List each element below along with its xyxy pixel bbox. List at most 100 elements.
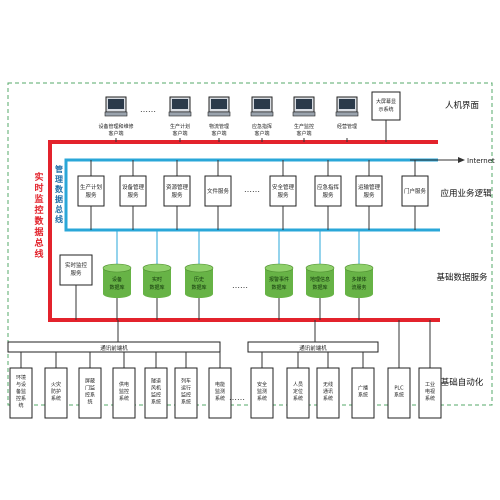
keyboard-icon: [335, 111, 359, 117]
subsystem-rect: [250, 367, 274, 419]
database-top: [264, 263, 294, 273]
subsystem-label: 系统: [425, 395, 435, 402]
subsystem-label: 列车: [181, 378, 191, 385]
database-top: [344, 263, 374, 273]
comm-adapter-bar: [247, 341, 379, 353]
subsystem-label: 系统: [119, 395, 129, 402]
service-label: 门户服务: [404, 187, 427, 195]
database-bottom: [103, 290, 131, 298]
comm-adapter-label: 通讯前端机: [299, 344, 327, 352]
realtime-bus-char: 据: [34, 226, 43, 238]
client-label: 物流管理: [209, 123, 229, 130]
keyboard-icon: [292, 111, 316, 117]
subsystem-label: 门监: [85, 385, 95, 392]
service-label: 生产计划: [80, 183, 102, 191]
subsystem-rect: [144, 367, 168, 419]
database-top: [142, 263, 172, 273]
subsystem-rect: [9, 367, 33, 419]
realtime-service-label: 实时监控: [65, 261, 88, 269]
subsystem-rect: [112, 367, 136, 419]
subsystem-label: 系统: [51, 395, 61, 402]
subsystem-label: 防护: [51, 388, 61, 395]
subsystem-rect: [78, 367, 102, 419]
database-bottom: [185, 290, 213, 298]
subsystem-label: 安全: [257, 381, 267, 388]
subsystem-rect: [316, 367, 340, 419]
ellipsis-clients: ……: [140, 105, 156, 114]
client-label: 客户端: [108, 130, 123, 137]
database-label: 数据库: [109, 284, 124, 291]
database-label: 设备: [112, 276, 122, 283]
subsystem-label: 监测: [215, 388, 225, 395]
subsystem-label: 环境: [16, 374, 26, 381]
subsystem-label: 系统: [151, 399, 161, 406]
database-bottom: [345, 290, 373, 298]
client-label: 客户端: [172, 130, 187, 137]
service-label: 运输管理: [358, 183, 381, 191]
service-label: 安全管理: [272, 183, 295, 191]
realtime-bus-char: 实: [34, 171, 43, 183]
database-body: [185, 268, 213, 294]
layer-label-automation: 基础自动化: [441, 377, 484, 388]
subsystem-label: 控系: [85, 392, 95, 399]
service-label: 文件服务: [207, 187, 230, 195]
database-label: 历史: [194, 276, 204, 283]
subsystem-label: 统: [18, 402, 23, 409]
subsystem-rect: [44, 367, 68, 419]
big-screen-label: 大屏幕显: [376, 98, 396, 105]
database-label: 实时: [152, 276, 162, 283]
subsystem-label: 通讯: [323, 388, 333, 395]
subsystem-rect: [208, 367, 232, 419]
service-rect: [355, 175, 383, 207]
subsystem-label: 监控: [119, 388, 129, 395]
internet-arrow-head: [458, 157, 465, 163]
management-bus-char: 数: [55, 184, 64, 194]
subsystem-rect: [387, 367, 411, 419]
monitor-screen: [108, 99, 124, 109]
client-label: 客户端: [296, 130, 311, 137]
subsystem-rect: [351, 367, 375, 419]
database-body: [265, 268, 293, 294]
service-label: 服务: [363, 191, 375, 199]
ellipsis-subsystems: ……: [229, 393, 245, 402]
service-label: 应急指挥: [317, 183, 340, 191]
keyboard-icon: [104, 111, 128, 117]
subsystem-label: 备监: [16, 388, 26, 395]
service-rect: [204, 175, 232, 207]
big-screen-label: 示系统: [378, 106, 393, 113]
management-bus-char: 据: [55, 194, 63, 204]
management-bus-char: 管: [55, 164, 63, 174]
client-label: 设备管理和维修: [98, 123, 133, 130]
database-body: [143, 268, 171, 294]
subsystem-label: 系统: [323, 395, 333, 402]
database-label: 报警事件: [269, 276, 289, 283]
subsystem-label: 系统: [215, 395, 225, 402]
service-label: 服务: [127, 191, 139, 199]
realtime-bus-char: 总: [34, 237, 43, 249]
subsystem-rect: [418, 367, 442, 419]
client-label: 生产计划: [170, 123, 190, 130]
service-group: 生产计划服务设备管理服务资源管理服务文件服务安全管理服务应急指挥服务运输管理服务…: [77, 160, 429, 230]
subsystem-label: 电能: [215, 381, 225, 388]
database-label: 数据库: [149, 284, 164, 291]
database-label: 流服务: [351, 284, 366, 291]
database-body: [103, 268, 131, 294]
